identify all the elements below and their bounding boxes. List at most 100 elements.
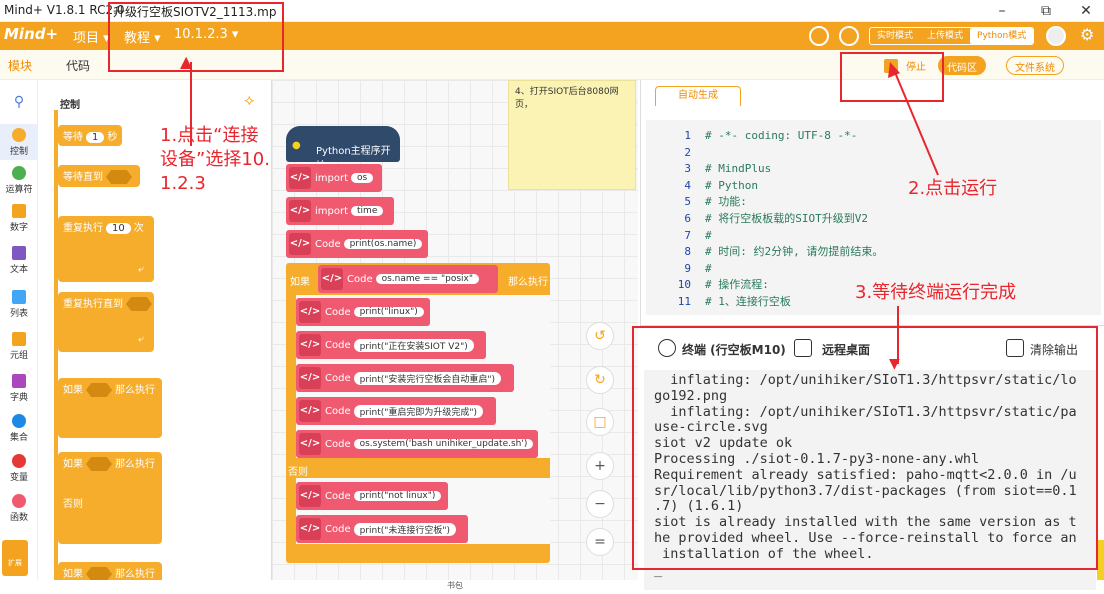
category-operators[interactable]: 运算符 — [0, 166, 38, 195]
category-list[interactable]: 列表 — [0, 290, 38, 319]
close-icon[interactable]: ✕ — [1080, 3, 1092, 19]
feedback-icon[interactable] — [839, 26, 859, 46]
category-number[interactable]: 数字 — [0, 204, 38, 233]
menu-project[interactable]: 项目 ▾ — [73, 31, 110, 46]
terminal-output[interactable]: inflating: /opt/unihiker/SIoT1.3/httpsvr… — [644, 370, 1096, 590]
list-icon — [12, 290, 26, 304]
redo-icon[interactable]: ↻ — [586, 366, 614, 394]
palette-repeat-until-block[interactable]: 重复执行直到⤶ — [58, 292, 154, 352]
terminal-line: installation of the wheel. — [654, 545, 874, 562]
code-line: 11# 1、连接行空板 — [677, 294, 791, 308]
annotation-step1: 1.点击“连接 — [160, 125, 259, 146]
annotation-box-connect — [108, 2, 284, 72]
file-system-button[interactable]: 文件系统 — [1006, 56, 1064, 75]
category-dict[interactable]: 字典 — [0, 374, 38, 403]
code-line: 9# — [684, 261, 712, 275]
gear-icon[interactable]: ⚙ — [1080, 25, 1095, 44]
palette-if-block[interactable]: 如果那么执行 — [58, 378, 162, 438]
palette-if-block-2[interactable]: 如果那么执行 — [58, 562, 162, 580]
code-line: 3# MindPlus — [684, 162, 772, 176]
remote-desktop-tab[interactable]: 远程桌面 — [822, 343, 871, 357]
mindplus-logo: Mind+ — [4, 25, 59, 43]
block-workspace[interactable]: 4、打开SIOT后台8080网页， ● Python主程序开始 </>impor… — [272, 80, 638, 580]
category-set[interactable]: 集合 — [0, 414, 38, 443]
minimize-icon[interactable]: – — [998, 3, 1006, 19]
python-main-hat-block[interactable]: ● Python主程序开始 — [286, 126, 400, 172]
operators-icon — [12, 166, 26, 180]
mode-python[interactable]: Python模式 — [970, 28, 1034, 44]
tab-blocks[interactable]: 模块 — [8, 59, 33, 73]
stop-button[interactable]: 停止 — [906, 62, 926, 73]
zoom-out-icon[interactable]: − — [586, 490, 614, 518]
scrollbar[interactable] — [1097, 540, 1104, 580]
extensions-button[interactable]: 扩展 — [2, 540, 28, 576]
pin-icon[interactable]: ⟡ — [244, 90, 255, 109]
mode-upload[interactable]: 上传模式 — [927, 31, 964, 41]
clear-icon — [1006, 339, 1024, 357]
avatar[interactable] — [1046, 26, 1066, 46]
terminal-title[interactable]: 终端 (行空板M10) — [682, 343, 786, 357]
number-icon — [12, 204, 26, 218]
search-icon[interactable]: ⚲ — [13, 94, 25, 110]
maximize-icon[interactable]: ⧉ — [1041, 3, 1051, 19]
tab-row: 模块 代码 停止 代码区 文件系统 — [0, 50, 1104, 80]
terminal-line: inflating: /opt/unihiker/SIoT1.3/httpsvr… — [654, 372, 1077, 388]
zoom-in-icon[interactable]: + — [586, 452, 614, 480]
terminal-line: he provided wheel. Use --force-reinstall… — [654, 529, 1077, 546]
code-line: 10# 操作流程: — [677, 278, 769, 292]
menu-connect-device[interactable]: 10.1.2.3 ▾ — [174, 27, 239, 42]
tab-auto-generated[interactable]: 自动生成 — [655, 86, 741, 106]
function-icon — [12, 494, 26, 508]
code-panel: 自动生成 1# -*- coding: UTF-8 -*- 2 3# MindP… — [640, 80, 1104, 325]
code-line: 6# 将行空板板载的SIOT升级到V2 — [684, 211, 868, 225]
crop-icon[interactable]: □ — [586, 408, 614, 436]
terminal-line: siot v2 update ok — [654, 435, 793, 452]
code-line: 2 — [684, 145, 691, 159]
community-icon[interactable] — [809, 26, 829, 46]
terminal-line: go192.png — [654, 387, 728, 404]
annotation-step2: 2.点击运行 — [908, 178, 998, 199]
backpack-label[interactable]: 书包 — [272, 580, 638, 594]
terminal-line: use-circle.svg — [654, 419, 768, 436]
category-control[interactable]: 控制 — [0, 124, 38, 160]
terminal-header: 终端 (行空板M10) 远程桌面 清除输出 — [640, 326, 1104, 370]
palette-if-else-block[interactable]: 如果那么执行否则 — [58, 452, 162, 544]
clear-output-button[interactable]: 清除输出 — [1030, 343, 1079, 357]
terminal-panel: 终端 (行空板M10) 远程桌面 清除输出 inflating: /opt/un… — [640, 325, 1104, 594]
set-icon — [12, 414, 26, 428]
category-function[interactable]: 函数 — [0, 494, 38, 523]
code-editor[interactable]: 1# -*- coding: UTF-8 -*- 2 3# MindPlus 4… — [646, 120, 1101, 315]
category-tuple[interactable]: 元组 — [0, 332, 38, 361]
title-bar: Mind+ V1.8.1 RC2.0 升级行空板SIOTV2_1113.mp –… — [0, 0, 1104, 22]
menu-tutorial[interactable]: 教程 ▾ — [124, 31, 161, 46]
dict-icon — [12, 374, 26, 388]
app-title: Mind+ V1.8.1 RC2.0 — [4, 3, 125, 17]
category-variable[interactable]: 变量 — [0, 454, 38, 483]
palette-wait-until-block[interactable]: 等待直到 — [58, 165, 140, 187]
category-text[interactable]: 文本 — [0, 246, 38, 275]
control-icon — [12, 128, 26, 142]
zoom-reset-icon[interactable]: = — [586, 528, 614, 556]
annotation-arrow-1 — [190, 62, 192, 146]
annotation-box-terminal — [632, 326, 1098, 570]
workspace-note[interactable]: 4、打开SIOT后台8080网页， — [508, 80, 636, 190]
tab-code[interactable]: 代码 — [66, 59, 91, 73]
mode-realtime[interactable]: 实时模式 — [877, 31, 914, 41]
code-area-button[interactable]: 代码区 — [938, 56, 986, 75]
mode-switcher: 实时模式 上传模式 Python模式 — [869, 27, 1035, 45]
annotation-arrow-3 — [897, 306, 899, 364]
undo-icon[interactable]: ↺ — [586, 322, 614, 350]
